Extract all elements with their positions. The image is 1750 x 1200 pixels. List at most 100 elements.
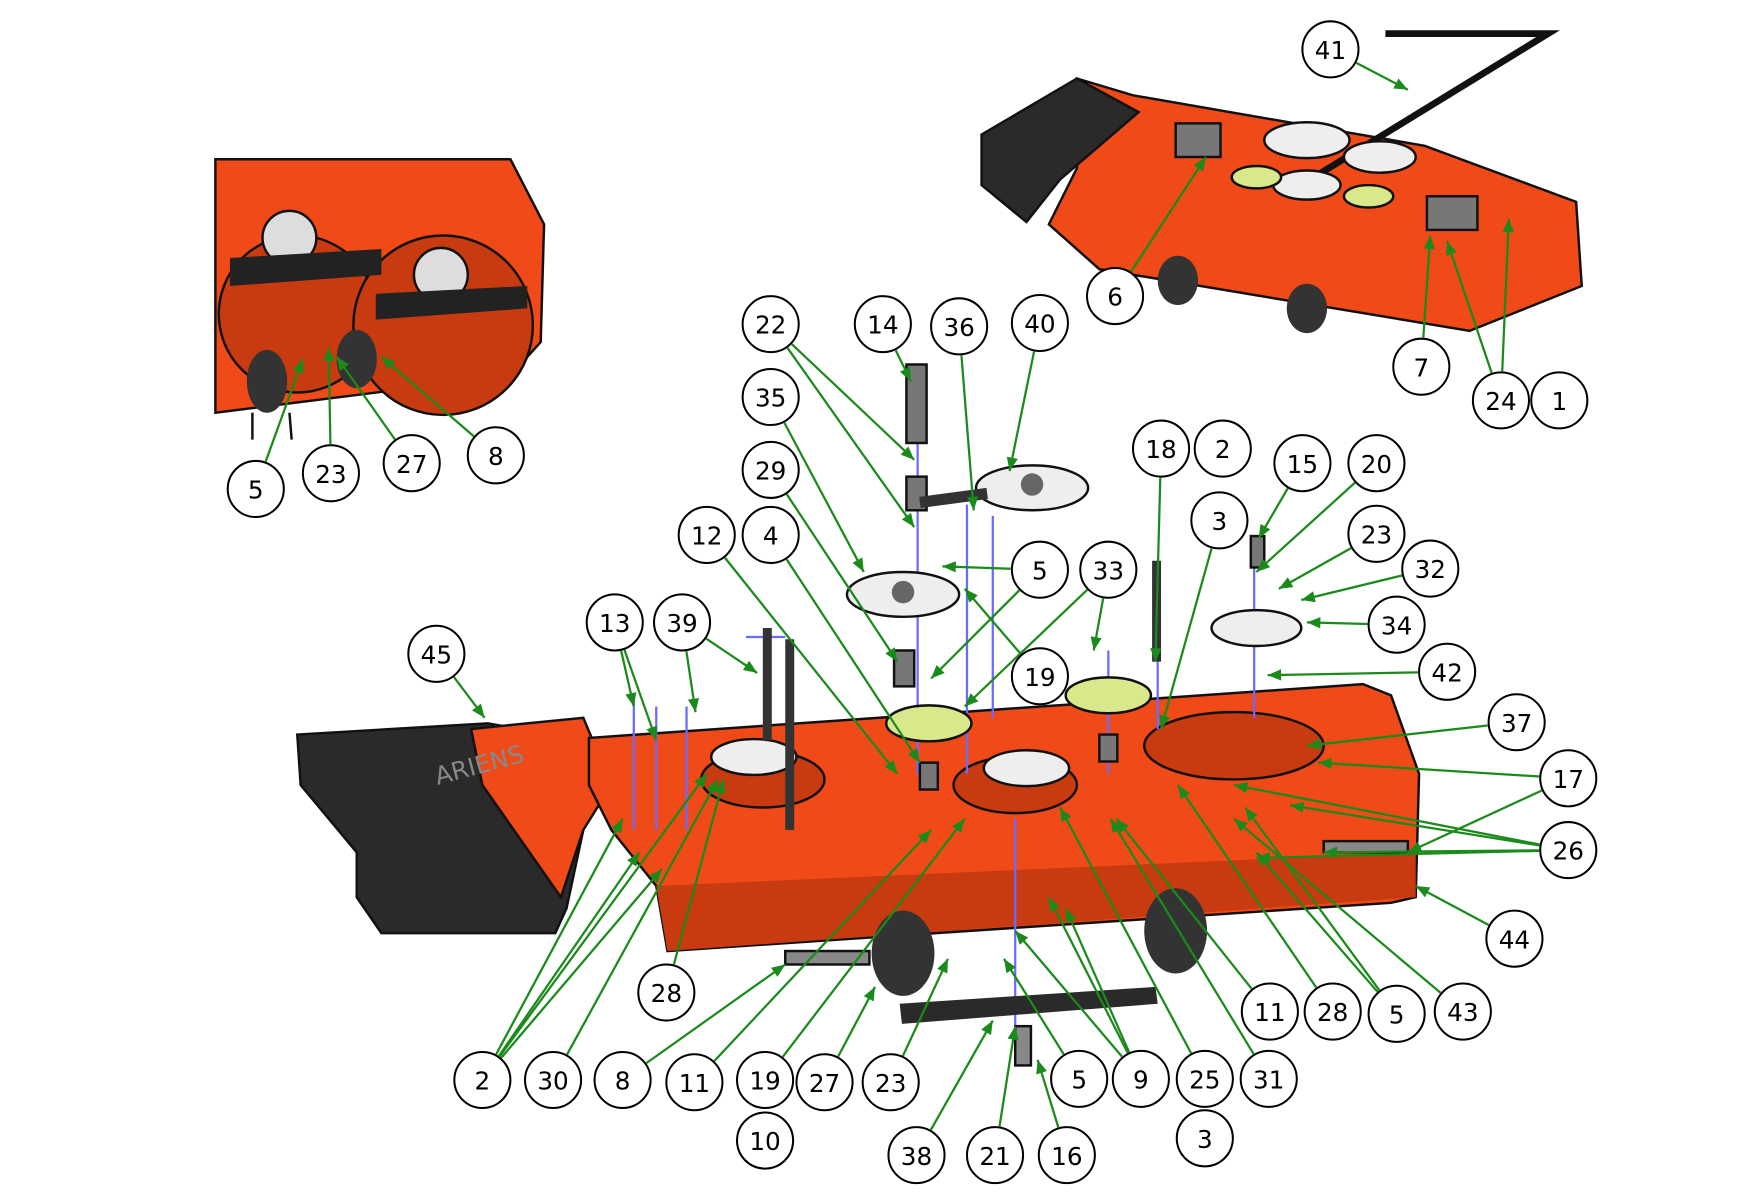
callout-5: 5 [226, 459, 285, 519]
leader-line [1003, 958, 1065, 1055]
callout-2: 2 [453, 1050, 512, 1110]
callout-number: 28 [651, 979, 682, 1008]
leader-line [963, 589, 1088, 708]
callout-number: 36 [943, 313, 974, 342]
callout-circle [1367, 595, 1426, 654]
leader-line [1301, 574, 1403, 602]
leader-line [498, 851, 641, 1057]
leader-line [1306, 724, 1488, 747]
leader-line [1176, 784, 1318, 989]
callout-33: 33 [1079, 540, 1138, 599]
callout-number: 29 [755, 457, 786, 486]
callout-5: 5 [1010, 540, 1069, 599]
callout-16: 16 [1037, 1126, 1096, 1185]
arrowhead-icon [967, 496, 979, 511]
callout-circle [736, 1111, 795, 1170]
callout-circle [1401, 539, 1460, 598]
callout-29: 29 [741, 440, 800, 499]
arrowhead-icon [1256, 558, 1271, 572]
callout-circle [1037, 1126, 1096, 1185]
leader-line [960, 355, 975, 511]
callout-39: 39 [652, 593, 712, 652]
callout-number: 7 [1413, 353, 1429, 382]
leader-line [1289, 804, 1540, 847]
arrowhead-icon [1006, 456, 1018, 472]
leader-line [724, 557, 899, 775]
callout-number: 5 [1032, 556, 1048, 585]
arrowhead-icon [1278, 577, 1294, 589]
leader-line [1115, 817, 1253, 990]
callout-number: 12 [691, 522, 722, 551]
callout-circle [1010, 540, 1069, 599]
callout-number: 25 [1189, 1066, 1220, 1095]
arrowhead-icon [1004, 958, 1016, 974]
arrowhead-icon [627, 852, 640, 867]
arrowhead-icon [1233, 782, 1249, 794]
callout-22: 22 [741, 295, 800, 354]
callout-circle [1190, 491, 1249, 550]
callout-5: 5 [1050, 1049, 1109, 1108]
arrowhead-icon [1318, 757, 1332, 770]
callout-number: 19 [1024, 663, 1055, 692]
callout-circle [523, 1050, 583, 1110]
assembled-deck-view [980, 30, 1584, 334]
arrowhead-icon [1423, 235, 1435, 250]
leader-line [901, 958, 949, 1057]
leader-line [1109, 818, 1255, 1055]
arrowhead-icon [1116, 818, 1129, 833]
leader-line [1233, 783, 1540, 846]
leader-line [1267, 671, 1418, 677]
callout-6: 6 [1086, 267, 1145, 326]
callout-13: 13 [585, 593, 644, 652]
callout-circle [665, 1053, 724, 1112]
callout-circle [1487, 693, 1546, 752]
leader-line [1059, 806, 1193, 1054]
arrowhead-icon [1393, 78, 1408, 90]
callout-number: 28 [1317, 998, 1348, 1027]
callout-32: 32 [1401, 539, 1460, 598]
callout-21: 21 [965, 1126, 1025, 1185]
callout-number: 32 [1415, 555, 1446, 584]
arrowhead-icon [1065, 908, 1077, 923]
callout-number: 2 [475, 1067, 491, 1096]
callout-number: 4 [763, 522, 779, 551]
callout-number: 27 [809, 1069, 840, 1098]
arrowhead-icon [1407, 841, 1423, 853]
callout-number: 5 [1389, 1000, 1405, 1029]
callout-36: 36 [930, 297, 989, 356]
arrowhead-icon [293, 358, 304, 374]
leader-line [335, 355, 396, 440]
callout-number: 23 [315, 460, 346, 489]
leader-line [1501, 218, 1510, 372]
arrowhead-icon [1290, 801, 1305, 813]
callout-circle [1367, 984, 1426, 1043]
callout-circle [652, 593, 712, 652]
callout-circle [1086, 267, 1145, 326]
arrowhead-icon [931, 665, 945, 679]
callout-31: 31 [1239, 1049, 1298, 1108]
callout-19: 19 [1010, 647, 1069, 706]
callout-number: 23 [1361, 520, 1392, 549]
arrowhead-icon [1048, 897, 1060, 912]
arrowhead-icon [942, 561, 956, 573]
callout-number: 38 [901, 1142, 932, 1171]
leader-line [672, 779, 725, 965]
callout-25: 25 [1175, 1049, 1234, 1108]
leader-line [1047, 896, 1129, 1054]
arrowhead-icon [884, 759, 898, 774]
callout-26: 26 [1539, 821, 1598, 880]
callout-number: 14 [867, 311, 898, 340]
callout-number: 22 [755, 311, 786, 340]
arrowhead-icon [706, 779, 718, 794]
leader-line [1446, 240, 1493, 374]
arrowhead-icon [1267, 669, 1282, 681]
callout-number: 23 [875, 1069, 906, 1098]
arrowhead-icon [1446, 241, 1457, 256]
callout-number: 39 [666, 609, 697, 638]
callout-circle [1010, 647, 1069, 706]
callout-4: 4 [741, 505, 800, 564]
callout-23: 23 [861, 1053, 920, 1112]
callout-23: 23 [301, 444, 360, 503]
callout-number: 10 [749, 1127, 780, 1156]
